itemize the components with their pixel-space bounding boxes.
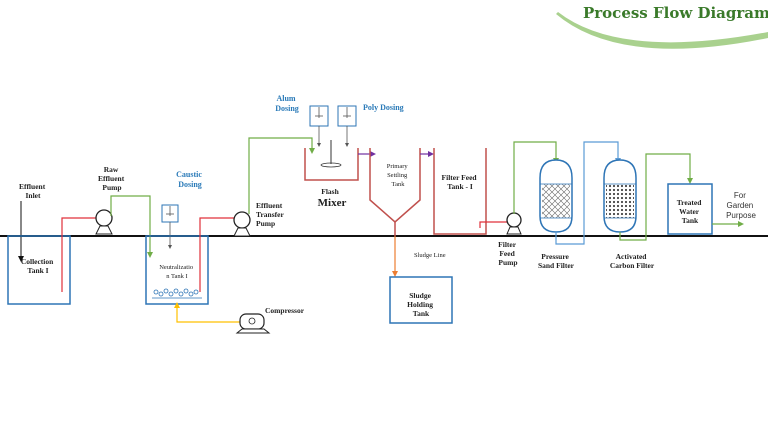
red-line-filter-feed [479, 221, 508, 228]
effluent-inlet-label: Effluent Inlet [19, 182, 47, 200]
diagram-title: Process Flow Diagram [583, 4, 768, 22]
raw-pump-label: Raw Effluent Pump [98, 165, 126, 192]
sludge-holding-tank [389, 276, 453, 324]
red-line-suction [61, 217, 96, 292]
arrow-right-icon [738, 221, 744, 227]
compressor-icon [235, 313, 271, 334]
treated-water-tank [667, 183, 713, 235]
flash-mixer-tank [304, 148, 359, 181]
pressure-sand-filter-label: Pressure Sand Filter [538, 252, 575, 270]
garden-purpose-label: For Garden Purpose [726, 191, 756, 220]
treated-water-tank-label: Treated Water Tank [677, 198, 704, 225]
collection-tank [7, 235, 71, 305]
compressor-label: Compressor [265, 306, 305, 315]
arrow-down-icon [392, 271, 398, 277]
alum-dosing-label: Alum Dosing [275, 94, 299, 113]
poly-dosing-label: Poly Dosing [363, 103, 404, 112]
arrow-right-icon [370, 151, 376, 157]
effluent-transfer-pump-icon [233, 211, 251, 237]
arrow-down-icon [687, 178, 693, 184]
collection-tank-label: Collection Tank I [21, 257, 55, 275]
filter-feed-pump-icon [506, 212, 522, 235]
filter-feed-tank [433, 148, 487, 235]
activated-carbon-filter-label: Activated Carbon Filter [610, 252, 655, 270]
arrow-down-icon [309, 148, 315, 154]
blue-line-sand-out [555, 141, 619, 245]
caustic-dosing-label: Caustic Dosing [176, 170, 204, 189]
yellow-air-line [176, 305, 240, 323]
arrow-down-icon [147, 252, 153, 258]
title-swoosh [556, 12, 768, 49]
primary-settling-tank-label: Primary Settling Tank [387, 163, 410, 188]
arrow-right-icon [428, 151, 434, 157]
arrow-up-icon [174, 302, 180, 308]
green-line-filter [513, 141, 557, 214]
pressure-sand-filter [539, 159, 573, 233]
raw-effluent-pump-icon [95, 209, 113, 235]
mixer-impeller-icon [320, 162, 342, 168]
filter-feed-tank-label: Filter Feed Tank - I [442, 173, 479, 191]
green-line-treated [619, 153, 691, 241]
sludge-line-label: Sludge Line [414, 252, 446, 259]
green-line-raw [110, 195, 151, 255]
arrow-down-icon [317, 143, 321, 147]
red-line-transfer [199, 217, 234, 292]
neutralization-tank-label: Neutralizatio n Tank I [159, 264, 195, 280]
activated-carbon-filter [603, 159, 637, 233]
aeration-diffuser-icon [152, 288, 202, 299]
filter-feed-pump-label: Filter Feed Pump [498, 240, 518, 267]
arrow-down-icon [18, 256, 24, 262]
flash-mixer-label: Flash Mixer [318, 181, 347, 209]
sludge-holding-tank-label: Sludge Holding Tank [407, 291, 435, 318]
green-line-transfer [248, 137, 313, 214]
effluent-transfer-pump-label: Effluent Transfer Pump [256, 201, 286, 228]
arrow-down-icon [168, 245, 172, 249]
arrow-down-icon [345, 143, 349, 147]
